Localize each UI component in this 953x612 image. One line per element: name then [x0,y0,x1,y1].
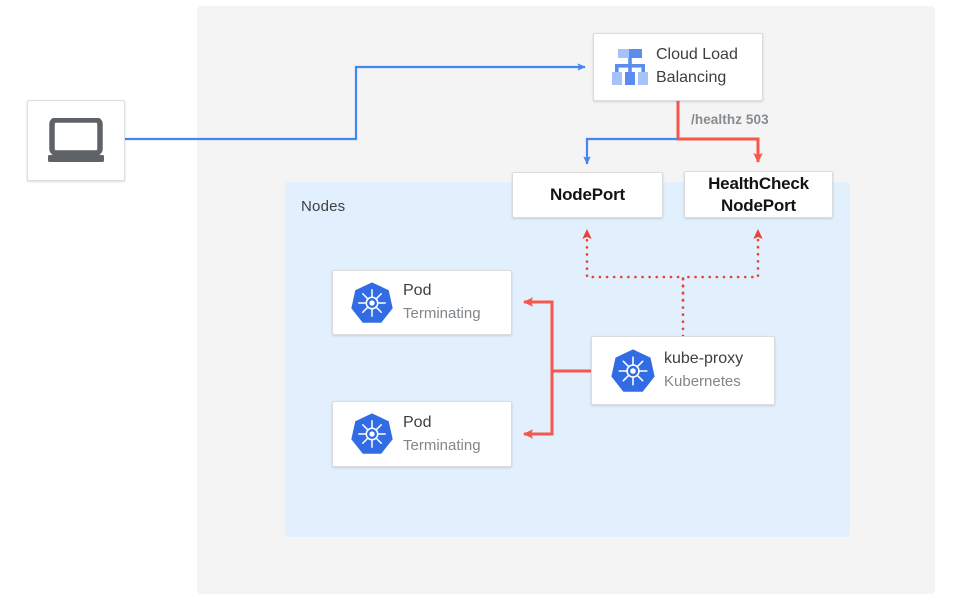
cloud-load-balancing-labels: Cloud Load Balancing [656,44,738,89]
client-node[interactable] [27,100,125,181]
kube-proxy-subtitle: Kubernetes [664,373,741,391]
healthcheck-nodeport-node[interactable]: HealthCheck NodePort [684,171,833,218]
hc-nodeport-label-line-1: HealthCheck [708,174,809,194]
hc-nodeport-label-line-2: NodePort [721,195,796,215]
healthz-edge-label: /healthz 503 [691,112,769,127]
clb-title-line-1: Cloud Load [656,46,738,64]
cloud-load-balancing-node[interactable]: Cloud Load Balancing [593,33,763,101]
kubernetes-icon [341,281,403,325]
kubernetes-icon [602,348,664,394]
kube-proxy-node[interactable]: kube-proxy Kubernetes [591,336,775,405]
pod-node-2[interactable]: Pod Terminating [332,401,512,467]
pod-2-labels: Pod Terminating [403,412,481,456]
clb-title-line-2: Balancing [656,69,727,86]
healthcheck-nodeport-labels: HealthCheck NodePort [708,173,809,216]
kube-proxy-title: kube-proxy [664,350,744,368]
nodeport-label: NodePort [550,185,625,205]
pod-1-status: Terminating [403,305,481,323]
pod-1-labels: Pod Terminating [403,280,481,324]
pod-2-title: Pod [403,413,432,431]
kubernetes-icon [341,412,403,456]
cloud-load-balancing-icon [604,47,656,87]
nodes-region-label: Nodes [301,198,346,215]
pod-2-status: Terminating [403,436,481,454]
laptop-icon [47,117,105,164]
pod-node-1[interactable]: Pod Terminating [332,270,512,335]
kube-proxy-labels: kube-proxy Kubernetes [664,348,743,392]
pod-1-title: Pod [403,282,432,300]
nodeport-node[interactable]: NodePort [512,172,663,218]
